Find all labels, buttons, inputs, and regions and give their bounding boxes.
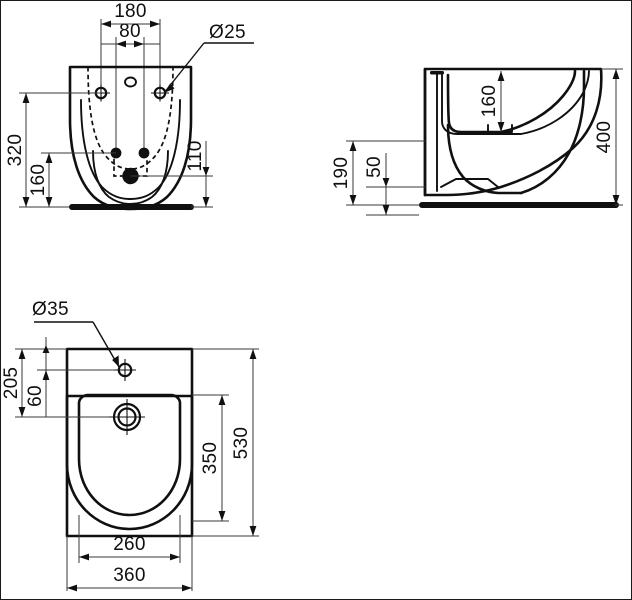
dim-label-180: 180: [114, 1, 147, 22]
dim-190: 190: [331, 140, 425, 206]
dim-80: 80: [101, 21, 160, 48]
dim-label-50: 50: [364, 156, 385, 178]
dim-label-110: 110: [185, 140, 206, 171]
dim-label-160-front: 160: [28, 164, 49, 197]
dim-160-front: 160: [28, 153, 53, 207]
dim-360: 360: [67, 565, 192, 592]
dim-320: 320: [5, 93, 30, 207]
plan-tap-hole: [114, 359, 136, 381]
plan-view: Ø35: [1, 299, 259, 592]
dim-160-side: 160: [479, 71, 505, 132]
dim-180: 180: [101, 1, 160, 28]
dim-label-diameter-25: Ø25: [209, 22, 246, 43]
dim-label-190: 190: [331, 157, 352, 190]
dim-label-160-side: 160: [479, 85, 500, 118]
dim-260: 260: [79, 534, 180, 561]
dim-label-260: 260: [113, 534, 146, 555]
front-view: 180 80 Ø25: [5, 1, 254, 211]
diameter-25-callout: Ø25: [163, 22, 254, 94]
plan-outer-rect: [65, 347, 194, 538]
front-vert-extension-lines: [19, 92, 116, 208]
dim-400: 400: [594, 68, 623, 206]
front-fixing-hole-right: [138, 147, 150, 159]
side-trap-curve: [446, 123, 523, 195]
diameter-35-callout: Ø35: [32, 299, 120, 368]
plan-extension-lines: [15, 348, 259, 591]
side-outlet-stub: [487, 124, 513, 133]
dim-label-60: 60: [25, 385, 46, 407]
plan-waste-hole: [109, 399, 145, 435]
dim-110: 110: [130, 140, 213, 208]
dim-label-205: 205: [1, 367, 22, 400]
side-bowl-inner: [446, 69, 577, 134]
dim-label-320: 320: [5, 134, 26, 167]
dim-label-80: 80: [119, 21, 141, 42]
dim-50: 50: [364, 153, 425, 216]
dim-label-350: 350: [200, 442, 221, 475]
side-skirt-sweep: [519, 69, 586, 195]
side-body-outline: [423, 67, 603, 197]
dim-label-400: 400: [594, 121, 615, 154]
dim-label-diameter-35: Ø35: [32, 299, 69, 320]
front-floor-line: [69, 204, 194, 210]
dim-label-360: 360: [113, 565, 146, 586]
plan-bowl-inner: [77, 393, 182, 517]
side-foot-detail: [440, 178, 499, 188]
overflow-slot: [124, 76, 137, 88]
dim-530: 530: [231, 349, 257, 536]
plan-bowl-outer: [65, 394, 194, 531]
side-floor-line: [419, 202, 619, 208]
dim-350: 350: [200, 395, 226, 521]
dim-205: 205: [1, 349, 26, 417]
dim-60: 60: [25, 337, 50, 417]
side-view: 160 400 190 50: [331, 67, 623, 216]
front-bolt-hole-right: [151, 84, 169, 102]
dim-label-530: 530: [231, 427, 252, 460]
side-wall-bracket: [423, 67, 444, 197]
